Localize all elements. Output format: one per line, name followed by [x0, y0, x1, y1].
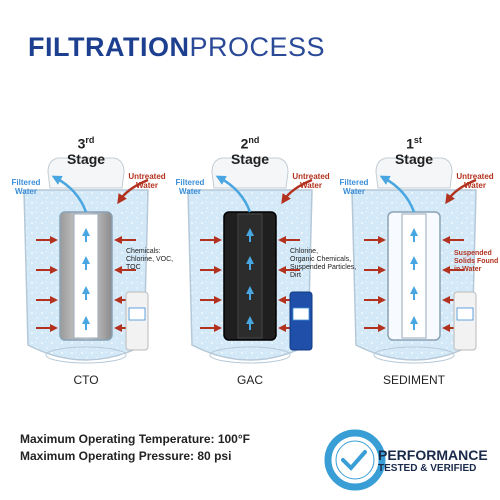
performance-badge — [324, 429, 386, 491]
stage-number: 2 — [240, 135, 249, 152]
untreated-inflow-arrow — [281, 178, 313, 205]
housing-cap — [47, 157, 125, 189]
product-label — [456, 307, 474, 321]
page-title: FILTRATIONPROCESS — [28, 32, 325, 63]
stage-3 — [351, 157, 477, 364]
housing-base — [373, 346, 455, 364]
product-label — [292, 307, 310, 321]
stage-suffix: rd — [85, 135, 95, 145]
housing-base — [209, 346, 291, 364]
product-cartridge-image — [453, 291, 477, 351]
badge-line1: PERFORMANCE — [378, 447, 488, 463]
untreated-inflow-arrow — [117, 178, 149, 205]
housing-cap — [211, 157, 289, 189]
stage-suffix: st — [413, 135, 422, 145]
filter-name-3: SEDIMENT — [382, 373, 445, 387]
filtered-outflow-arrow — [51, 175, 88, 213]
stage-suffix: nd — [248, 135, 260, 145]
product-cartridge-image — [125, 291, 149, 351]
title-light: PROCESS — [189, 32, 326, 62]
filter-name-2: GAC — [236, 373, 263, 387]
housing-cap — [375, 157, 453, 189]
filtered-outflow-arrow — [215, 175, 252, 213]
badge-text: PERFORMANCE TESTED & VERIFIED — [378, 448, 488, 476]
stage-2 — [187, 157, 313, 364]
filtered-outflow-arrow — [379, 175, 416, 213]
title-bold: FILTRATION — [28, 32, 190, 62]
stage-number: 1 — [406, 135, 414, 152]
stage-1 — [23, 157, 149, 364]
filter-name-1: CTO — [73, 373, 99, 387]
product-label — [128, 307, 146, 321]
housing-base — [45, 346, 127, 364]
stage-word: Stage — [66, 150, 106, 167]
contaminants-label: Chemicals:Chlorine, VOC,TOC — [126, 248, 174, 271]
stage-number: 3 — [77, 135, 86, 152]
product-cartridge-image — [289, 291, 313, 351]
stage-word: Stage — [230, 150, 270, 167]
spec-pressure: Maximum Operating Pressure: 80 psi — [20, 449, 232, 463]
contaminants-label: Chlorine,Organic Chemicals,Suspended Par… — [290, 248, 357, 279]
stage-word: Stage — [394, 150, 434, 167]
untreated-inflow-arrow — [445, 178, 477, 205]
spec-temperature: Maximum Operating Temperature: 100°F — [20, 432, 250, 446]
badge-line2: TESTED & VERIFIED — [378, 463, 477, 474]
